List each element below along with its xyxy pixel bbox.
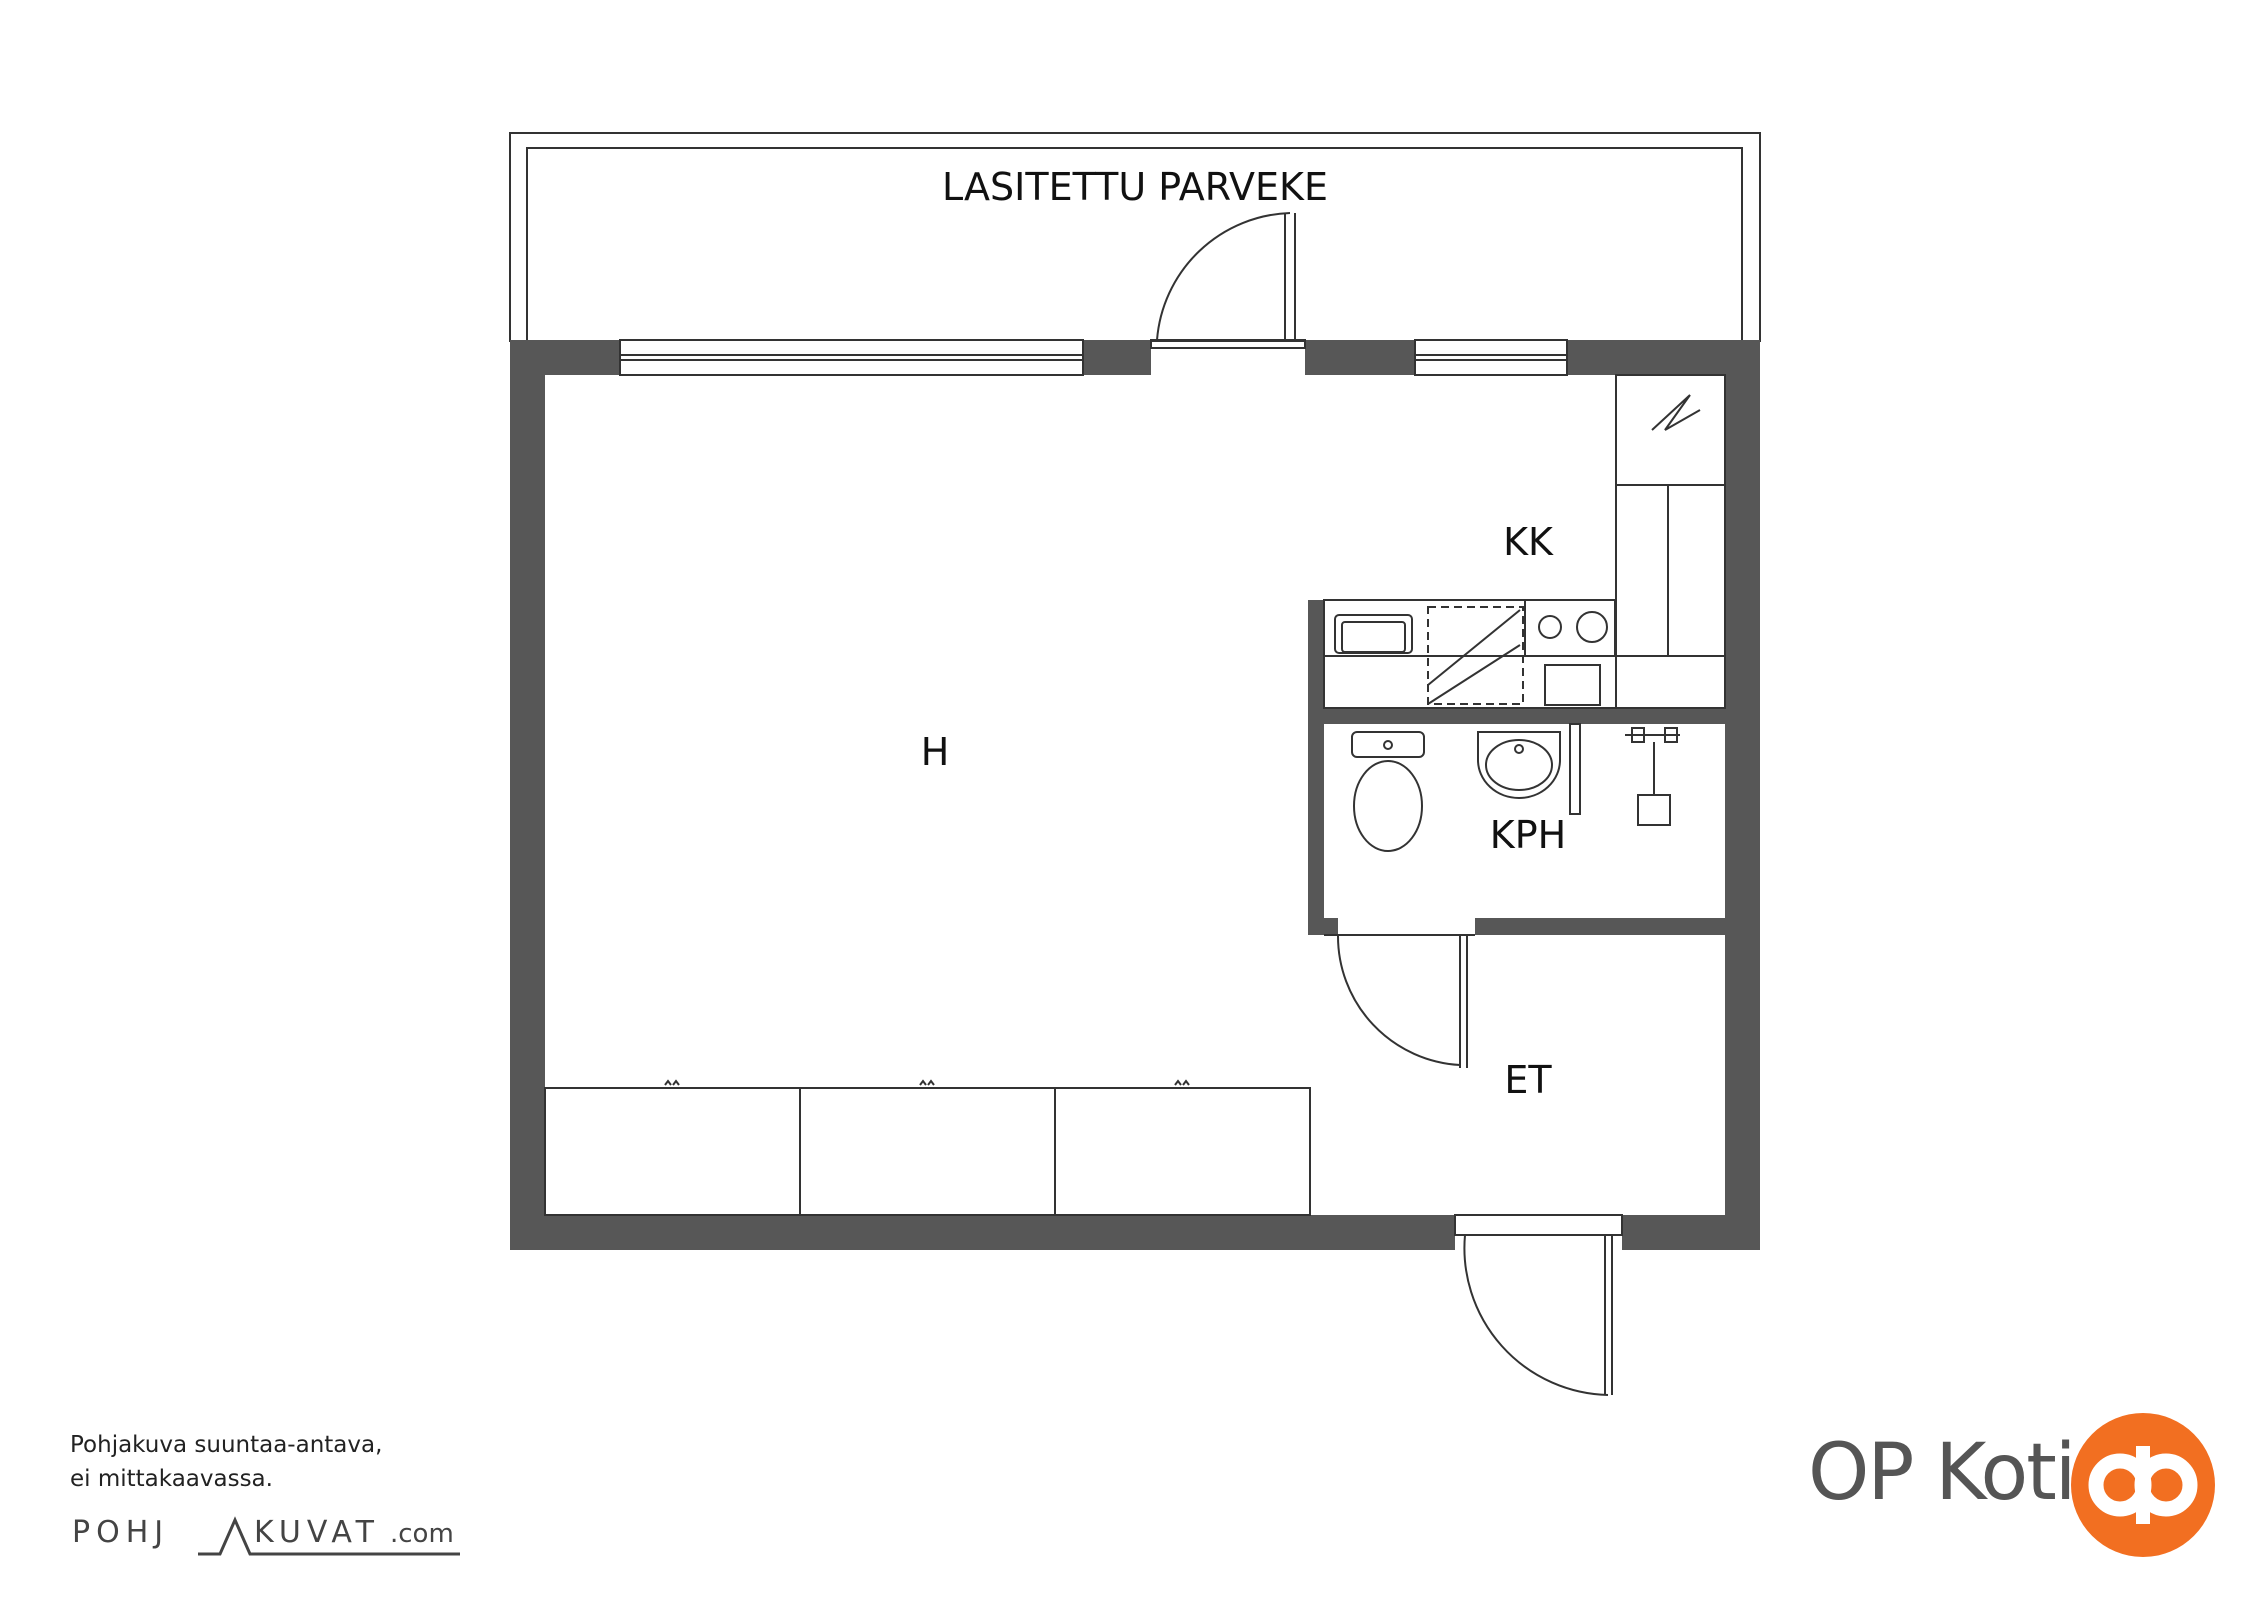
credit-part-2: KUVAT — [254, 1515, 380, 1550]
kitchen-fixtures — [1323, 374, 1726, 709]
room-label-balcony: LASITETTU PARVEKE — [942, 165, 1328, 209]
exterior-walls — [510, 340, 1760, 1250]
disclaimer-line-1: Pohjakuva suuntaa-antava, — [70, 1432, 383, 1458]
room-label-kitchen: KK — [1503, 520, 1554, 564]
room-label-hall: ET — [1504, 1058, 1552, 1102]
brand-name: OP Koti — [1808, 1428, 2076, 1518]
windows — [619, 339, 1568, 376]
entrance-door — [1454, 1214, 1623, 1396]
room-label-bathroom: KPH — [1490, 813, 1566, 857]
room-label-living: H — [921, 730, 950, 774]
wardrobes — [544, 1079, 1311, 1216]
interior-walls — [1308, 600, 1725, 935]
disclaimer: Pohjakuva suuntaa-antava, ei mittakaavas… — [70, 1428, 382, 1496]
credit-part-3: .com — [390, 1519, 454, 1549]
bathroom-fixtures — [1351, 723, 1680, 852]
pohjakuvat-logo: POHJ KUVAT .com — [72, 1515, 460, 1556]
op-logo-icon — [2071, 1413, 2215, 1557]
bathroom-door — [1324, 934, 1475, 1068]
disclaimer-line-2: ei mittakaavassa. — [70, 1466, 273, 1492]
credit-part-1: POHJ — [72, 1515, 169, 1550]
balcony-door — [1150, 212, 1306, 349]
